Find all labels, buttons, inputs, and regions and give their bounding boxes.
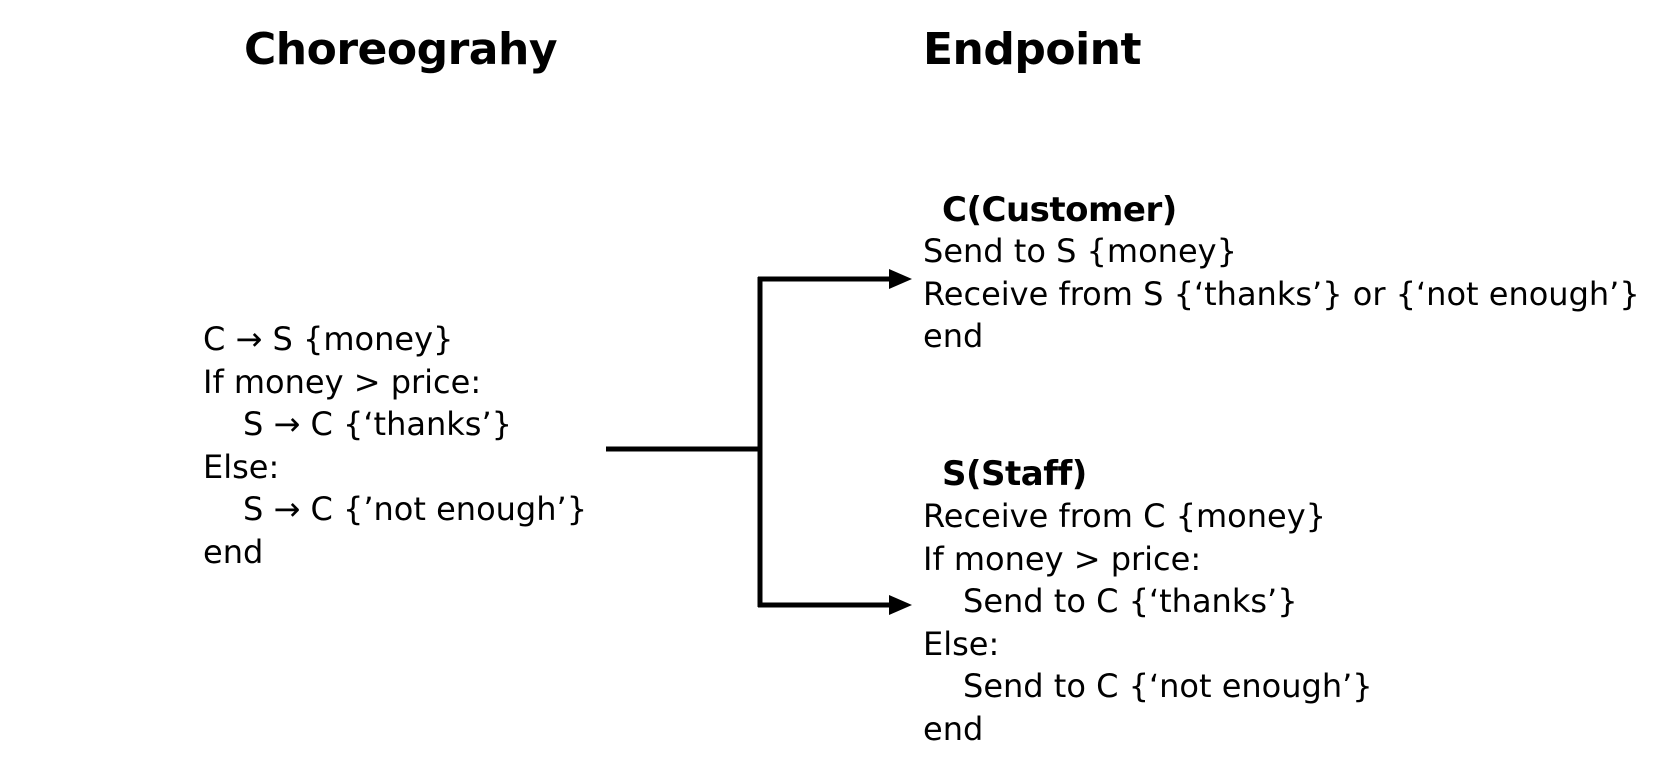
choreography-line: If money > price:	[203, 362, 482, 401]
endpoint-heading: Endpoint	[923, 24, 1142, 75]
staff-line: Else:	[923, 624, 1000, 663]
customer-line: Receive from S {‘thanks’} or {‘not enoug…	[923, 274, 1640, 313]
customer-endpoint-code-block: Send to S {money} Receive from S {‘thank…	[923, 230, 1640, 358]
arrowhead-customer	[889, 269, 912, 289]
staff-line: If money > price:	[923, 539, 1202, 578]
customer-line: Send to S {money}	[923, 232, 1237, 270]
staff-line: end	[923, 709, 984, 748]
staff-endpoint-title: S(Staff)	[942, 454, 1087, 494]
choreography-line: Else:	[203, 447, 280, 486]
staff-line: Send to C {‘thanks’}	[963, 582, 1298, 620]
customer-endpoint-title: C(Customer)	[942, 190, 1177, 230]
choreography-line: C → S {money}	[203, 320, 454, 358]
choreography-line: end	[203, 532, 264, 571]
choreography-heading: Choreograhy	[244, 24, 558, 75]
staff-endpoint-code-block: Receive from C {money} If money > price:…	[923, 495, 1373, 750]
choreography-line: S → C {‘thanks’}	[243, 405, 512, 443]
choreography-code-block: C → S {money} If money > price: S → C {‘…	[203, 318, 587, 573]
arrowhead-staff	[889, 595, 912, 615]
staff-line: Receive from C {money}	[923, 497, 1326, 535]
choreography-line: S → C {’not enough’}	[243, 490, 588, 528]
customer-line: end	[923, 317, 984, 355]
staff-line: Send to C {‘not enough’}	[963, 667, 1373, 705]
